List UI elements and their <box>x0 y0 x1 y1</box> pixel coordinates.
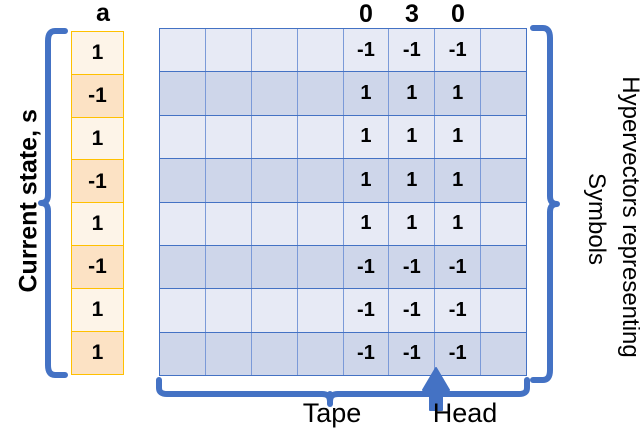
matrix-cell <box>206 289 252 332</box>
left-bracket-icon <box>38 28 68 378</box>
matrix-cell: -1 <box>344 29 390 72</box>
column-header <box>297 0 343 28</box>
column-header: 3 <box>405 0 419 28</box>
matrix-cell: 1 <box>344 159 390 202</box>
head-label: Head <box>432 398 498 428</box>
matrix-cell: -1 <box>435 29 482 72</box>
matrix-cell: -1 <box>389 29 436 72</box>
matrix-cell <box>481 116 526 158</box>
matrix-cell <box>252 332 298 375</box>
state-vector-cell: 1 <box>71 31 124 76</box>
matrix-cell <box>298 245 344 289</box>
matrix-cell <box>252 72 298 115</box>
column-header <box>205 0 251 28</box>
matrix-cell: -1 <box>435 245 482 289</box>
vector-a-title: a <box>96 0 110 27</box>
matrix-cell: 1 <box>389 202 436 245</box>
matrix-cell: 1 <box>389 72 436 115</box>
matrix-cell <box>298 115 344 159</box>
matrix-cell: 1 <box>435 202 482 245</box>
state-vector-cell: -1 <box>71 245 124 290</box>
matrix-row: -1-1-1 <box>160 289 526 333</box>
matrix-cell: -1 <box>389 245 436 289</box>
matrix-cell <box>252 115 298 159</box>
matrix-cell <box>252 159 298 202</box>
matrix-cell: -1 <box>344 289 390 332</box>
matrix-cell <box>160 289 206 332</box>
matrix-cell <box>481 333 526 375</box>
matrix-cell: 1 <box>344 72 390 115</box>
matrix-cell: -1 <box>389 332 436 375</box>
symbols-label: Symbols <box>583 172 610 266</box>
matrix-cell: 1 <box>344 115 390 159</box>
matrix-cell <box>481 72 526 114</box>
matrix-cell <box>160 29 206 72</box>
matrix-cell <box>252 289 298 332</box>
matrix-cell: 1 <box>389 115 436 159</box>
matrix-cell <box>160 115 206 159</box>
matrix-cell <box>481 159 526 201</box>
matrix-cell: 1 <box>435 159 482 202</box>
column-header <box>481 0 527 28</box>
state-vector-cell: 1 <box>71 116 124 161</box>
column-header <box>159 0 205 28</box>
matrix-cell <box>206 332 252 375</box>
matrix-cell <box>160 159 206 202</box>
matrix-cell <box>160 332 206 375</box>
column-headers: 0 3 0 <box>159 0 527 28</box>
matrix-cell: -1 <box>435 289 482 332</box>
state-vector-cell: 1 <box>71 202 124 247</box>
matrix-cell: 1 <box>389 159 436 202</box>
matrix-cell <box>298 289 344 332</box>
matrix-cell: 1 <box>435 72 482 115</box>
tape-label: Tape <box>302 398 362 428</box>
matrix-cell: -1 <box>389 289 436 332</box>
column-header: 0 <box>451 0 465 28</box>
matrix-cell <box>160 202 206 245</box>
matrix-cell <box>481 246 526 288</box>
column-header <box>251 0 297 28</box>
state-vector-cell: -1 <box>71 73 124 119</box>
hypervectors-representing-label: Hypervectors representing <box>617 76 640 358</box>
matrix-cell <box>252 29 298 72</box>
matrix-cell <box>206 245 252 289</box>
matrix-cell: -1 <box>435 332 482 375</box>
matrix-row: -1-1-1 <box>160 245 526 290</box>
column-header: 0 <box>359 0 373 28</box>
matrix-cell <box>206 72 252 115</box>
matrix-cell <box>481 289 526 331</box>
state-vector-cell: 1 <box>71 287 124 333</box>
matrix-cell <box>481 29 526 71</box>
matrix-cell <box>298 202 344 245</box>
matrix-cell <box>160 245 206 289</box>
matrix-cell <box>206 29 252 72</box>
state-vector-cell: 1 <box>71 330 124 376</box>
matrix-cell <box>160 72 206 115</box>
matrix-cell: -1 <box>344 245 390 289</box>
matrix-cell: 1 <box>435 115 482 159</box>
matrix-cell <box>206 115 252 159</box>
matrix-cell <box>252 245 298 289</box>
matrix-cell <box>206 202 252 245</box>
matrix-cell <box>481 203 526 245</box>
matrix-cell <box>298 72 344 115</box>
right-bracket-icon <box>530 25 560 383</box>
matrix-row: -1-1-1 <box>160 332 526 375</box>
matrix-cell: 1 <box>344 202 390 245</box>
matrix-cell <box>206 159 252 202</box>
matrix-cell <box>252 202 298 245</box>
matrix-cell <box>298 29 344 72</box>
matrix-cell <box>298 159 344 202</box>
matrix-cell <box>298 332 344 375</box>
state-vector-cell: -1 <box>71 159 124 204</box>
matrix-row: -1-1-1 <box>160 29 526 73</box>
matrix-cell: -1 <box>344 332 390 375</box>
current-state-label: Current state, s <box>14 109 43 293</box>
